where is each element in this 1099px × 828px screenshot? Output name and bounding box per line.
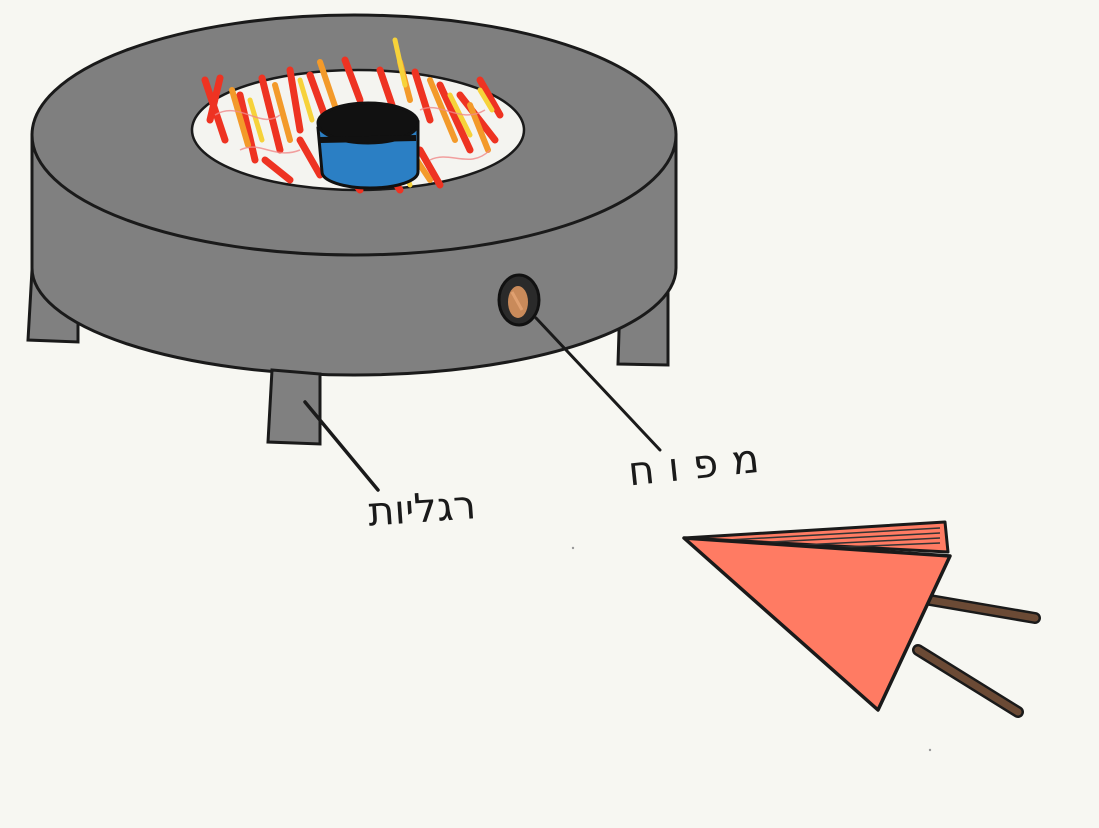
stray-mark xyxy=(571,546,575,550)
pointer-line-feet xyxy=(303,400,380,492)
pointer-line-bellows xyxy=(534,316,662,452)
pot-icon xyxy=(316,101,420,190)
stove-leg-front xyxy=(266,368,322,446)
stray-mark xyxy=(928,748,932,752)
air-hole-icon xyxy=(497,273,541,327)
bellows-icon xyxy=(682,520,1041,718)
label-feet: רגליות xyxy=(366,482,478,536)
